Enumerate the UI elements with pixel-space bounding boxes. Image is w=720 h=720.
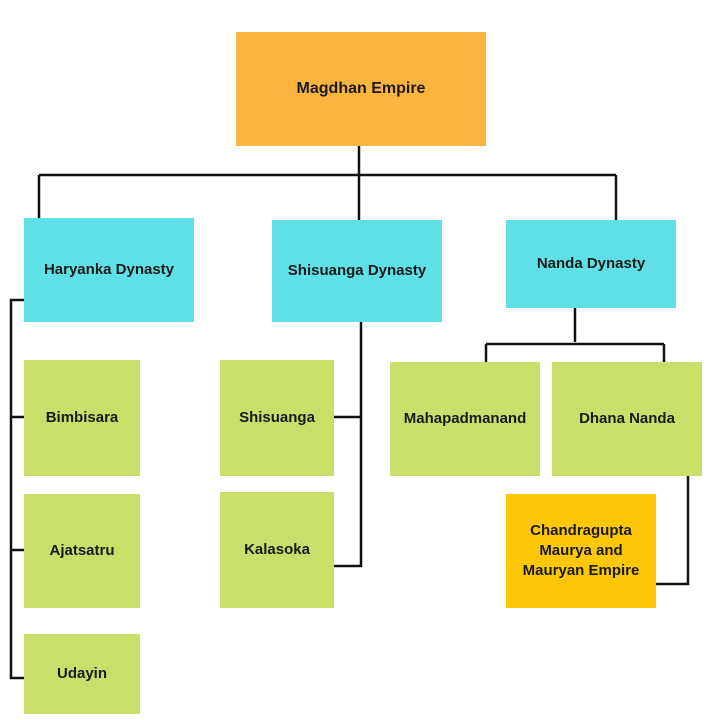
ruler-node-dhana-nanda: Dhana Nanda bbox=[552, 362, 702, 476]
connector-haryanka-rail bbox=[9, 298, 24, 680]
ruler-node-shisuanga: Shisuanga bbox=[220, 360, 334, 476]
ruler-node-bimbisara: Bimbisara bbox=[24, 360, 140, 476]
ruler-node-ajatsatru: Ajatsatru bbox=[24, 494, 140, 608]
ruler-node-kalasoka: Kalasoka bbox=[220, 492, 334, 608]
connector-dhana-to-successor bbox=[656, 476, 690, 586]
ruler-node-mahapadmanand: Mahapadmanand bbox=[390, 362, 540, 476]
connector-shisuanga-rail bbox=[334, 322, 363, 568]
dynasty-node-haryanka: Haryanka Dynasty bbox=[24, 218, 194, 322]
successor-node-chandragupta-maurya: Chandragupta Maurya and Mauryan Empire bbox=[506, 494, 656, 608]
dynasty-node-shisuanga: Shisuanga Dynasty bbox=[272, 220, 442, 322]
ruler-node-udayin: Udayin bbox=[24, 634, 140, 714]
dynasty-node-nanda: Nanda Dynasty bbox=[506, 220, 676, 308]
root-node-magdhan-empire: Magdhan Empire bbox=[236, 32, 486, 146]
